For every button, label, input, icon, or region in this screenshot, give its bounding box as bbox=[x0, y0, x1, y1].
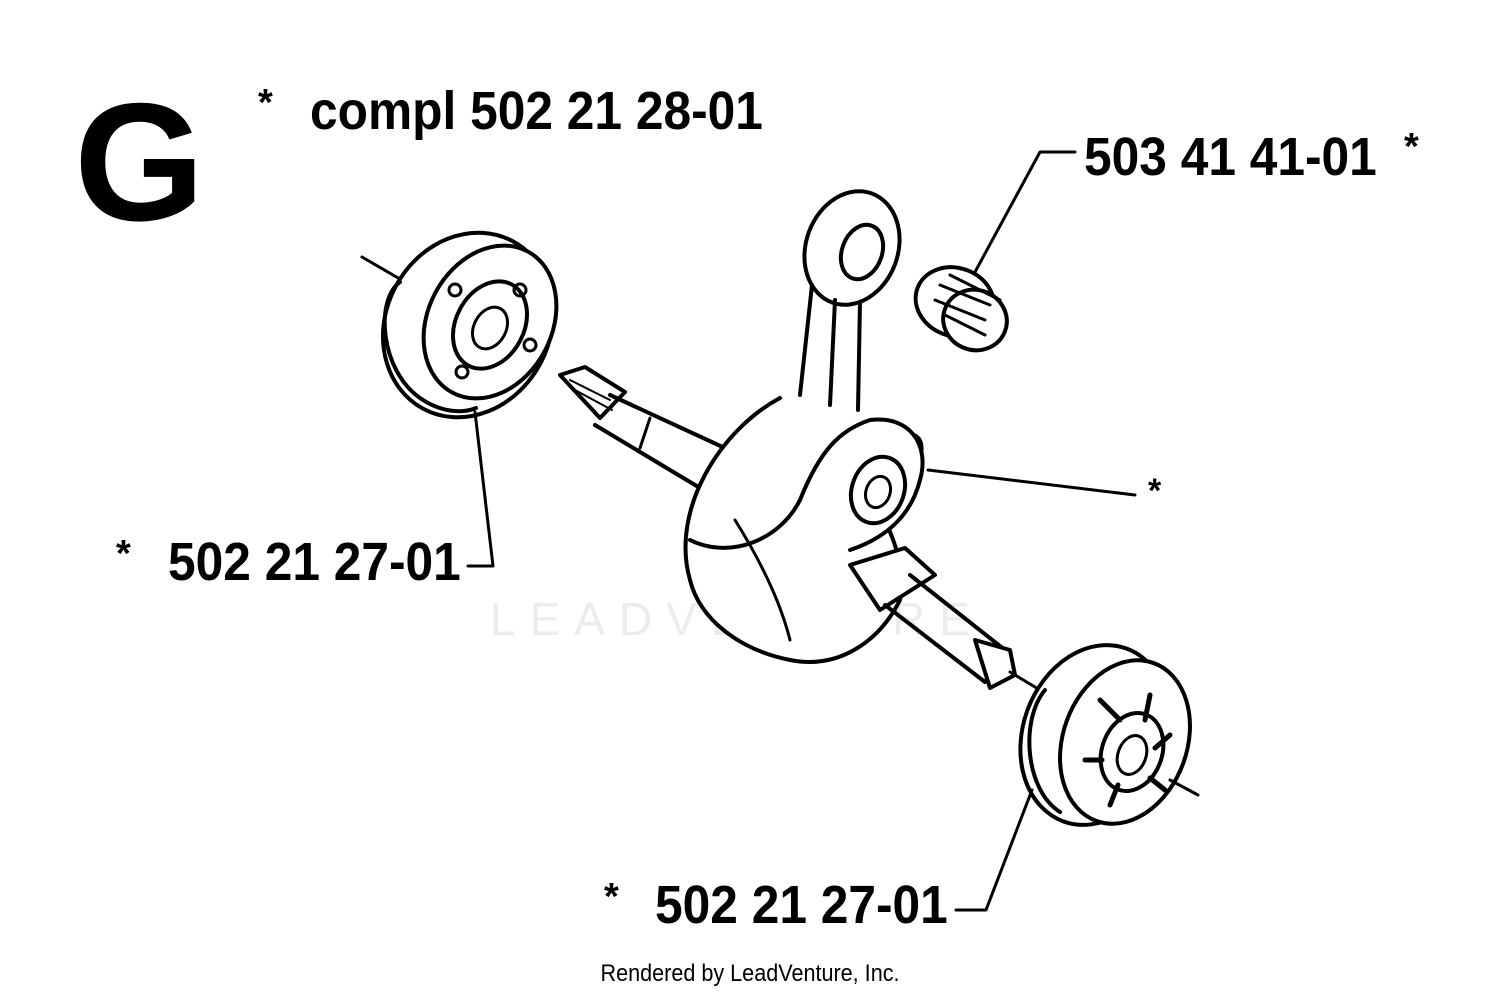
left-bearing-marker: * bbox=[116, 533, 131, 575]
render-credit: Rendered by LeadVenture, Inc. bbox=[600, 960, 900, 987]
right-bearing-part-number: 502 21 27-01 bbox=[655, 875, 948, 935]
needle-bearing-leader-line bbox=[973, 150, 1077, 274]
needle-bearing-marker: * bbox=[1404, 126, 1419, 168]
right-ball-bearing bbox=[1018, 643, 1200, 827]
needle-bearing bbox=[913, 265, 1009, 353]
crank-webs bbox=[683, 396, 925, 664]
needle-bearing-part-number: 503 41 41-01 bbox=[1084, 127, 1377, 187]
complete-assembly-marker: * bbox=[258, 82, 273, 124]
crankshaft-leader-line bbox=[926, 468, 1137, 497]
connecting-rod bbox=[798, 189, 902, 412]
left-ball-bearing bbox=[380, 230, 559, 420]
right-bearing-marker: * bbox=[604, 876, 619, 918]
right-bearing-leader-line bbox=[954, 788, 1034, 912]
complete-assembly-label: compl 502 21 28-01 bbox=[310, 81, 763, 141]
right-shaft bbox=[848, 546, 1042, 692]
left-axis-line bbox=[360, 255, 407, 284]
left-bearing-leader-line bbox=[466, 410, 495, 568]
section-letter: G bbox=[74, 68, 205, 256]
left-bearing-part-number: 502 21 27-01 bbox=[168, 532, 461, 592]
crankshaft-marker: * bbox=[1148, 472, 1162, 510]
